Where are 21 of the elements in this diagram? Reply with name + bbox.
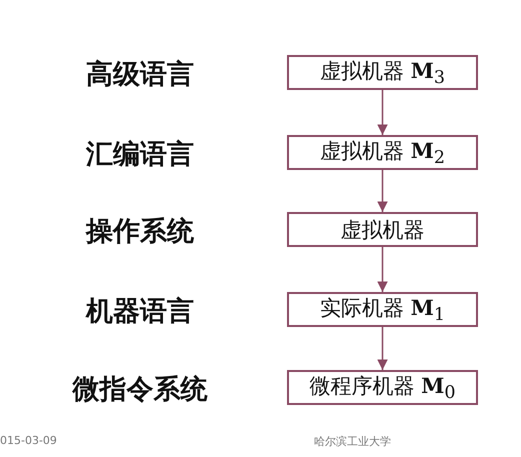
machine-box — [287, 55, 478, 90]
level-label: 操作系统 — [86, 215, 194, 249]
level-label: 机器语言 — [86, 295, 194, 329]
arrow — [377, 90, 388, 135]
box-label: 实际机器 M$_{1}$ — [320, 294, 446, 326]
level-label: 汇编语言 — [86, 138, 194, 172]
level-label: 高级语言 — [86, 58, 194, 92]
box-label: 虚拟机器 M$_{2}$ — [320, 136, 446, 168]
box-label: 虚拟机器 — [340, 216, 424, 244]
box-label: 微程序机器 M$_{0}$ — [309, 372, 456, 404]
box-label: 虚拟机器 M$_{3}$ — [320, 56, 446, 88]
machine-box — [287, 135, 478, 170]
arrow — [377, 247, 388, 292]
machine-box — [287, 370, 478, 405]
arrow — [377, 170, 388, 212]
arrow — [377, 327, 388, 370]
footer-text: 015-03-09 — [0, 434, 57, 447]
footer-text: 哈尔滨工业大学 — [314, 434, 391, 449]
level-label: 微指令系统 — [72, 373, 208, 407]
machine-box — [287, 292, 478, 327]
machine-box — [287, 212, 478, 247]
